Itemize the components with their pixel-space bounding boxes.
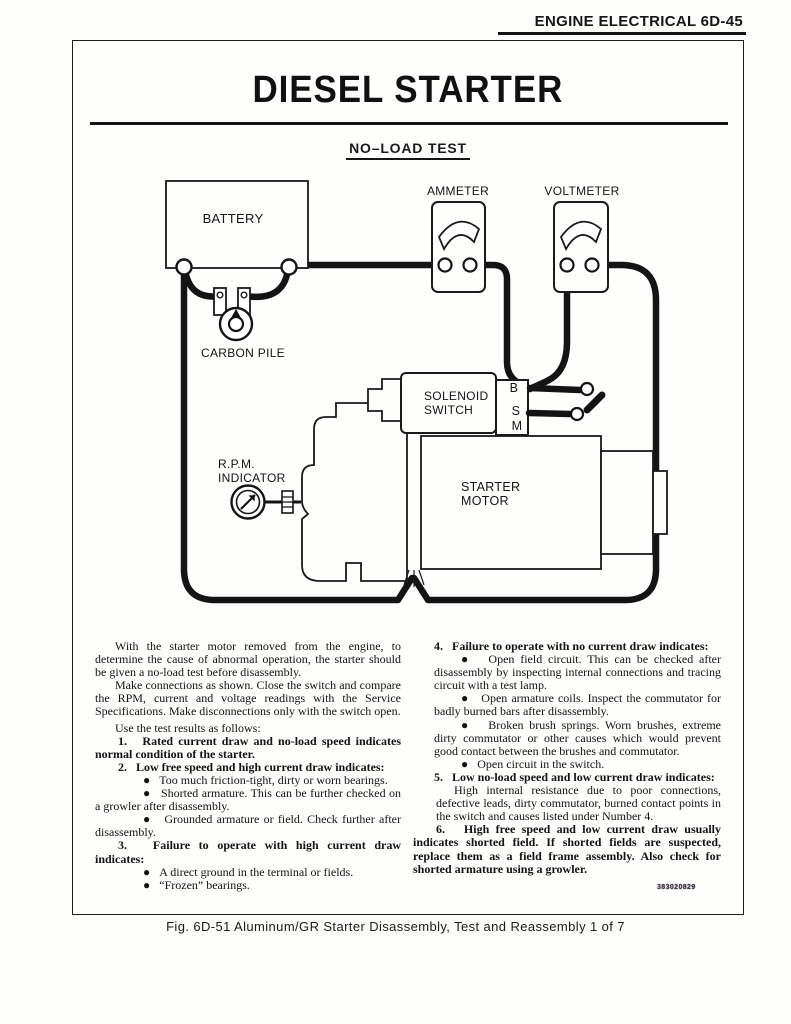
intro-paragraph-2: Make connections as shown. Close the swi… xyxy=(95,678,401,719)
starter-motor xyxy=(301,402,668,587)
item-3-bullet-2: ● “Frozen” bearings. xyxy=(143,877,250,892)
page-border: DIESEL STARTER NO–LOAD TEST BATTERY AMME… xyxy=(72,40,744,915)
lead-s xyxy=(525,409,574,418)
lead-eyelet-bottom xyxy=(569,406,585,422)
voltmeter-terminal-right xyxy=(584,257,600,273)
clamp-hole-left xyxy=(216,291,224,299)
diagram-heading: NO–LOAD TEST xyxy=(346,140,470,160)
item-2-bullet-1: ● Too much friction-tight, dirty or worn… xyxy=(143,772,388,787)
item-2-bullet-3: ● Grounded armature or field. Check furt… xyxy=(95,812,401,840)
rpm-indicator: R.P.M. INDICATOR xyxy=(218,457,301,520)
motor-body xyxy=(420,435,602,570)
ground-ticks xyxy=(403,569,425,587)
item-4-bullet-2: ● Open armature coils. Inspect the commu… xyxy=(434,691,721,719)
battery-box xyxy=(165,180,309,269)
no-load-test-diagram: BATTERY AMMETER VOLTMETER xyxy=(165,180,668,604)
ammeter: AMMETER xyxy=(427,184,489,293)
terminal-s-label: S xyxy=(512,404,521,418)
voltmeter-dial-icon xyxy=(559,220,603,252)
figure-caption: Fig. 6D-51 Aluminum/GR Starter Disassemb… xyxy=(166,919,625,934)
page-title-wrap: DIESEL STARTER xyxy=(73,69,743,112)
item-4-bullet-1: ● Open field circuit. This can be checke… xyxy=(434,652,721,693)
carbon-pile-pointer xyxy=(231,309,241,318)
cable-voltmeter-to-solenoid-b xyxy=(528,263,571,392)
drive-end-housing xyxy=(301,402,408,582)
solenoid-label-line1: SOLENOID xyxy=(424,389,488,403)
result-item-3: 3. Failure to operate with high current … xyxy=(95,838,401,866)
left-column: With the starter motor removed from the … xyxy=(95,639,401,892)
battery-label: BATTERY xyxy=(203,211,264,226)
lead-stub-diagonal xyxy=(583,391,606,414)
battery: BATTERY xyxy=(165,180,309,276)
lead-b xyxy=(526,384,584,394)
rpm-coupler-ribs xyxy=(282,496,293,508)
page-title: DIESEL STARTER xyxy=(252,69,564,111)
solenoid-plunger-bracket xyxy=(367,378,402,422)
ammeter-terminal-right xyxy=(462,257,478,273)
voltmeter: VOLTMETER xyxy=(544,184,619,293)
right-column: 4. Failure to operate with no current dr… xyxy=(413,639,721,876)
test-results-lead-in: Use the test results as follows: xyxy=(115,720,261,735)
terminal-m-label: M xyxy=(512,419,523,433)
voltmeter-label: VOLTMETER xyxy=(544,184,619,198)
terminal-b-label: B xyxy=(510,381,519,395)
rpm-needle-flag xyxy=(248,495,255,502)
intro-paragraph-1: With the starter motor removed from the … xyxy=(95,639,401,680)
item-4-bullet-4: ● Open circuit in the switch. xyxy=(461,756,605,771)
carbon-pile: CARBON PILE xyxy=(201,287,285,360)
solenoid-switch: SOLENOID SWITCH B S M xyxy=(367,372,529,436)
item-3-bullet-1: ● A direct ground in the terminal or fie… xyxy=(143,864,354,879)
result-item-5: 5. Low no-load speed and low current dra… xyxy=(434,769,715,784)
starter-motor-label-line2: MOTOR xyxy=(461,494,509,508)
result-item-4: 4. Failure to operate with no current dr… xyxy=(434,639,709,653)
cable-battery-to-carbonpile-right xyxy=(241,265,292,301)
ammeter-body xyxy=(431,201,486,293)
battery-terminal-right xyxy=(280,258,298,276)
header-rule xyxy=(498,32,746,35)
solenoid-terminal-block xyxy=(495,379,529,436)
item-4-bullet-3: ● Broken brush springs. Worn brushes, ex… xyxy=(434,717,721,758)
rpm-label-line1: R.P.M. xyxy=(218,457,255,471)
item-2-bullet-2: ● Shorted armature. This can be further … xyxy=(95,786,401,814)
cable-battery-to-ground xyxy=(180,265,416,604)
ammeter-label: AMMETER xyxy=(427,184,489,198)
solenoid-leads xyxy=(525,381,606,422)
commutator-end-cap xyxy=(600,450,654,555)
page-header: ENGINE ELECTRICAL 6D-45 xyxy=(534,13,743,30)
carbon-pile-label: CARBON PILE xyxy=(201,346,285,360)
carbon-pile-knob-center xyxy=(227,315,245,333)
ammeter-terminal-left xyxy=(437,257,453,273)
result-item-2: 2. Low free speed and high current draw … xyxy=(118,759,385,774)
title-rule xyxy=(90,122,728,125)
starter-motor-label-line1: STARTER xyxy=(461,480,520,494)
ammeter-dial-icon xyxy=(437,220,481,252)
solenoid-label-line2: SWITCH xyxy=(424,403,473,417)
voltmeter-terminal-left xyxy=(559,257,575,273)
item-5-body: High internal resistance due to poor con… xyxy=(436,783,721,824)
diagram-heading-wrap: NO–LOAD TEST xyxy=(73,140,743,160)
rpm-label-line2: INDICATOR xyxy=(218,471,286,485)
result-item-6: 6. High free speed and low current draw … xyxy=(413,822,721,876)
clamp-hole-right xyxy=(240,291,248,299)
voltmeter-body xyxy=(553,201,609,293)
print-code-stamp: 383020829 xyxy=(657,884,696,891)
end-boss xyxy=(652,470,668,535)
lead-eyelet-top xyxy=(579,381,595,397)
cable-voltmeter-to-ground xyxy=(410,261,660,604)
battery-terminal-left xyxy=(175,258,193,276)
result-item-1: 1. Rated current draw and no-load speed … xyxy=(95,733,401,761)
right-column-inset: 4. Failure to operate with no current dr… xyxy=(434,639,721,824)
